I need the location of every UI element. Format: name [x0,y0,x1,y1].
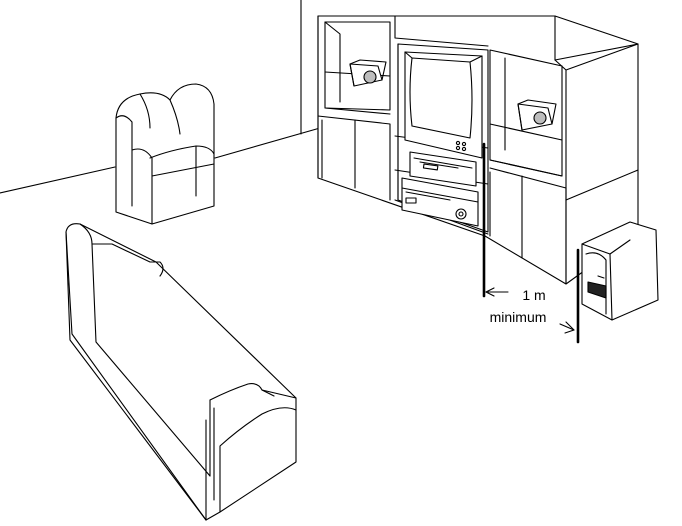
distance-note-label: minimum [490,309,547,325]
front-right-speaker [517,99,557,131]
room-outline [0,0,321,194]
distance-indicator [482,142,580,344]
subwoofer [581,221,659,321]
television [404,51,483,159]
media-console [409,151,477,187]
distance-value-label: 1 m [522,287,545,303]
video-player [401,177,479,227]
front-left-speaker [349,59,387,87]
sofa [65,223,297,521]
armchair [115,83,215,225]
